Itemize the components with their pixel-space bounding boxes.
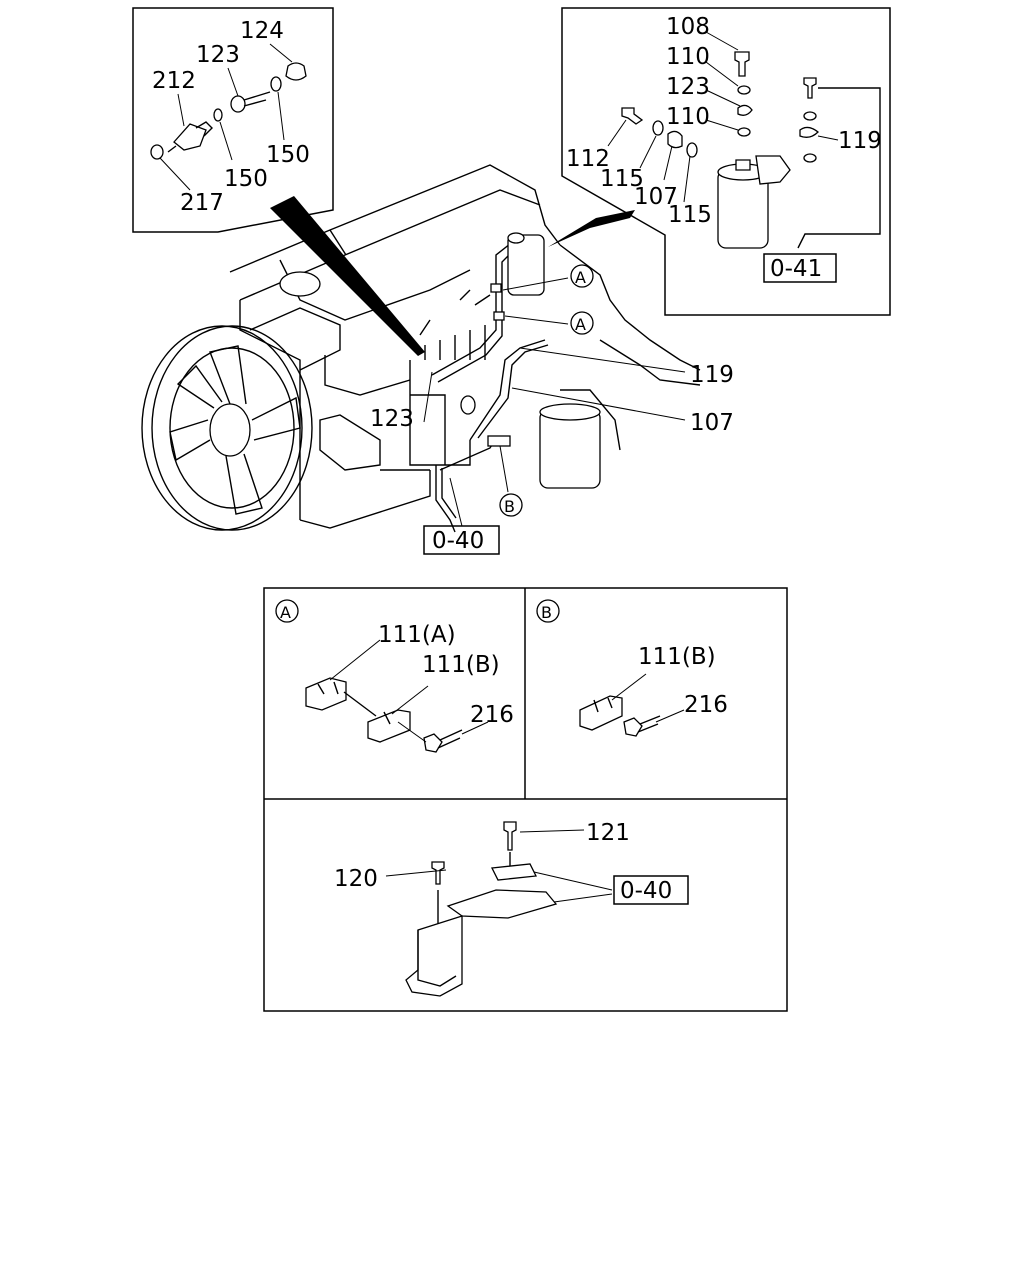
inset-sensor <box>132 7 334 233</box>
callout-111a-panel-a: 111(A) <box>378 622 456 648</box>
callout-150-left: 150 <box>224 166 268 192</box>
engine-illustration <box>141 164 701 533</box>
callout-112: 112 <box>566 146 610 172</box>
ref-box-0-40-bracket <box>613 875 689 905</box>
callout-111b-panel-a: 111(B) <box>422 652 500 678</box>
main-leader-lines <box>423 277 686 527</box>
inset-fuel-filter <box>561 7 891 316</box>
callout-119-main: 119 <box>690 362 734 388</box>
callout-123-main: 123 <box>370 406 414 432</box>
callout-119-filter: 119 <box>838 128 882 154</box>
callout-212: 212 <box>152 68 196 94</box>
callout-107-filter: 107 <box>634 184 678 210</box>
cooling-fan <box>141 325 313 531</box>
callout-216-panel-b: 216 <box>684 692 728 718</box>
callout-110-upper: 110 <box>666 44 710 70</box>
marker-b-main-label: B <box>504 497 515 516</box>
panel-a-clips <box>305 639 489 753</box>
ref-0-40-main: 0-40 <box>432 528 484 554</box>
panel-b-marker <box>536 599 560 623</box>
marker-a-upper <box>570 264 594 288</box>
callout-123-inset: 123 <box>196 42 240 68</box>
panel-b-clip <box>579 673 685 737</box>
bracket-panel <box>385 821 613 997</box>
callout-124: 124 <box>240 18 284 44</box>
panel-a-marker <box>275 599 299 623</box>
panel-b-marker-label: B <box>541 603 552 622</box>
callout-123-filter: 123 <box>666 74 710 100</box>
callout-216-panel-a: 216 <box>470 702 514 728</box>
callout-115-left: 115 <box>600 166 644 192</box>
marker-a-lower-label: A <box>575 315 586 334</box>
ref-0-41: 0-41 <box>770 256 822 282</box>
marker-b-main <box>499 493 523 517</box>
callout-115-right: 115 <box>668 202 712 228</box>
marker-a-upper-label: A <box>575 268 586 287</box>
callout-111b-panel-b: 111(B) <box>638 644 716 670</box>
panel-a-marker-label: A <box>280 603 291 622</box>
callout-217: 217 <box>180 190 224 216</box>
ref-0-40-bracket: 0-40 <box>620 878 672 904</box>
callout-121: 121 <box>586 820 630 846</box>
callout-120: 120 <box>334 866 378 892</box>
callout-150-right: 150 <box>266 142 310 168</box>
callout-110-lower: 110 <box>666 104 710 130</box>
ref-box-0-41 <box>763 253 837 283</box>
detail-panels-frame <box>263 587 788 1012</box>
marker-a-lower <box>570 311 594 335</box>
callout-107-main: 107 <box>690 410 734 436</box>
ref-box-0-40-main <box>423 525 500 555</box>
callout-108: 108 <box>666 14 710 40</box>
